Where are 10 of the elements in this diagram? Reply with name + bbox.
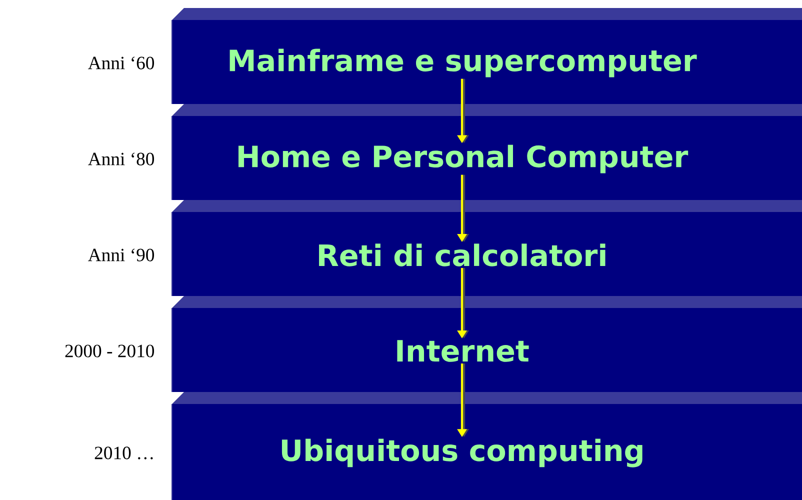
year-label: Anni ‘60: [88, 56, 154, 70]
timeline-band: Ubiquitous computing: [171, 392, 802, 500]
year-label: 2010 …: [94, 446, 153, 460]
year-label: 2000 - 2010: [65, 344, 154, 358]
timeline-band: Mainframe e supercomputer: [171, 8, 802, 104]
timeline-band: Internet: [171, 296, 802, 392]
year-label: Anni ‘80: [88, 152, 154, 166]
timeline-band: Reti di calcolatori: [171, 200, 802, 296]
timeline-band: Home e Personal Computer: [171, 104, 802, 200]
year-label: Anni ‘90: [88, 248, 154, 262]
